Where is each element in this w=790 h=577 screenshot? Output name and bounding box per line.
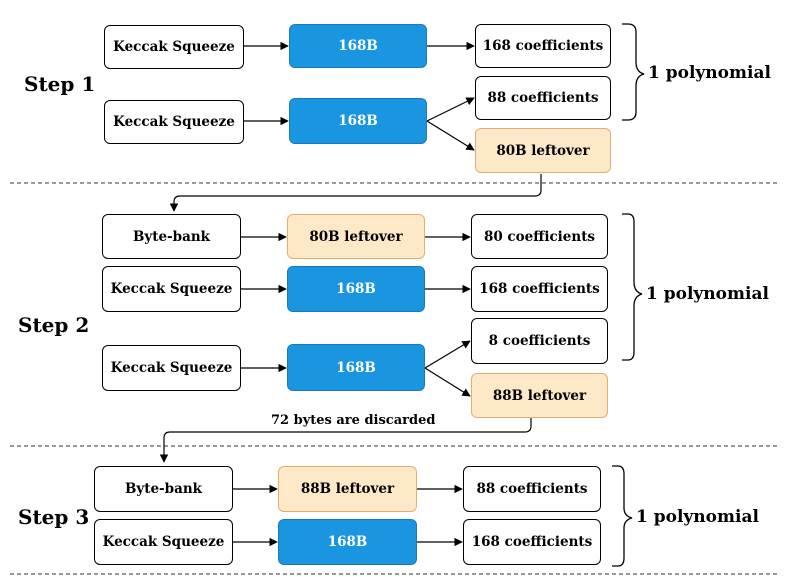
- data-block: 168B: [289, 24, 427, 68]
- leftover-box: 88B leftover: [471, 373, 608, 418]
- output-box: 168 coefficients: [471, 266, 608, 312]
- output-box: 8 coefficients: [471, 318, 608, 364]
- leftover-box: 88B leftover: [278, 466, 417, 512]
- data-block: 168B: [287, 266, 425, 312]
- source-box: Keccak Squeeze: [104, 25, 244, 69]
- brace: [622, 213, 643, 361]
- step-label: Step 2: [18, 313, 90, 337]
- carry-arrow: [169, 174, 542, 212]
- output-box: 168 coefficients: [475, 24, 611, 68]
- step-label: Step 3: [18, 505, 90, 529]
- step-label: Step 1: [24, 72, 96, 96]
- data-block: 168B: [278, 519, 417, 565]
- leftover-box: 80B leftover: [475, 128, 611, 173]
- arrow: [426, 120, 475, 151]
- brace: [612, 465, 633, 567]
- arrow: [426, 97, 475, 122]
- brace: [622, 23, 645, 121]
- leftover-box: 80B leftover: [287, 214, 425, 259]
- polynomial-label: 1 polynomial: [636, 507, 759, 527]
- output-box: 88 coefficients: [475, 76, 611, 120]
- source-box: Keccak Squeeze: [102, 266, 241, 312]
- source-box: Keccak Squeeze: [102, 345, 241, 391]
- source-box: Keccak Squeeze: [104, 100, 244, 144]
- data-block: 168B: [287, 344, 425, 391]
- polynomial-label: 1 polynomial: [648, 63, 771, 83]
- arrow: [424, 340, 471, 369]
- discard-note: 72 bytes are discarded: [271, 413, 436, 428]
- output-box: 168 coefficients: [463, 519, 601, 565]
- output-box: 80 coefficients: [471, 214, 608, 259]
- output-box: 88 coefficients: [463, 466, 601, 512]
- data-block: 168B: [289, 98, 427, 144]
- carry-arrow: [159, 418, 532, 463]
- source-box: Byte-bank: [94, 466, 233, 512]
- source-box: Byte-bank: [102, 214, 241, 259]
- polynomial-label: 1 polynomial: [646, 284, 769, 304]
- arrow: [424, 367, 471, 397]
- source-box: Keccak Squeeze: [94, 519, 233, 565]
